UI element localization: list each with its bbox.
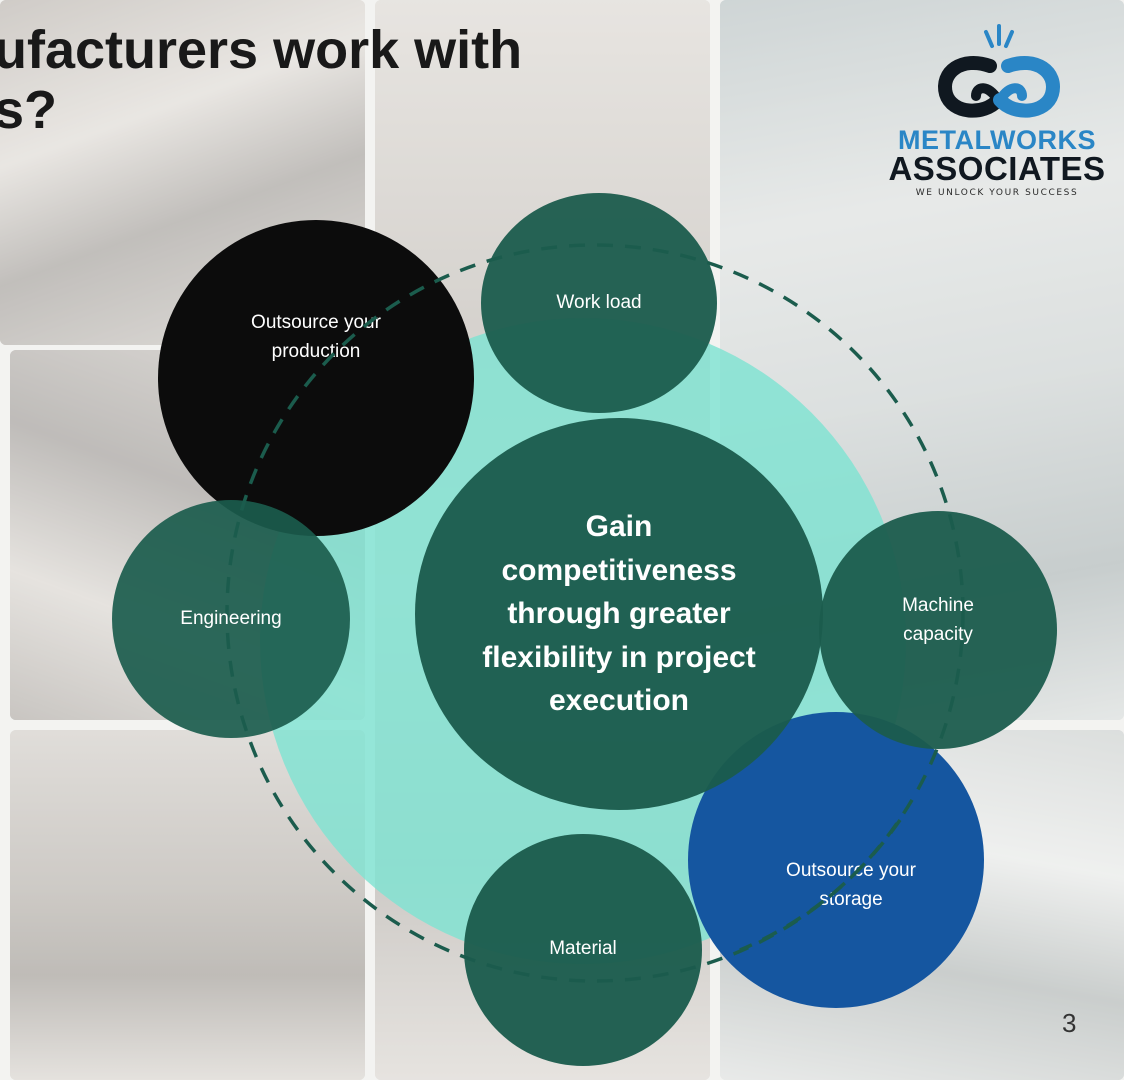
company-logo: METALWORKS ASSOCIATES WE UNLOCK YOUR SUC… bbox=[884, 22, 1114, 202]
node-material: Material bbox=[464, 834, 702, 1066]
node-label: Machine capacity bbox=[902, 594, 974, 645]
node-label: Material bbox=[549, 938, 617, 960]
node-engineering: Engineering bbox=[112, 500, 350, 738]
page-number: 3 bbox=[1062, 1008, 1077, 1038]
node-label: Outsource your production bbox=[251, 312, 381, 363]
node-machine-capacity: Machine capacity bbox=[819, 511, 1057, 749]
center-circle: Gain competitiveness through greater fle… bbox=[415, 418, 823, 810]
node-label: Engineering bbox=[180, 608, 282, 630]
node-label: Work load bbox=[556, 292, 642, 313]
logo-wordmark-line2: ASSOCIATES bbox=[888, 150, 1106, 187]
logo-wordmark-line1: METALWORKS bbox=[898, 125, 1096, 155]
background-photo-tile bbox=[0, 0, 365, 345]
node-outsource-production: Outsource your production bbox=[158, 220, 474, 536]
center-statement: Gain competitiveness through greater fle… bbox=[482, 510, 756, 718]
node-work-load: Work load bbox=[481, 193, 717, 413]
background-photo-tile bbox=[10, 730, 365, 1080]
logo-tagline: WE UNLOCK YOUR SUCCESS bbox=[915, 188, 1079, 198]
logo-mark-icon bbox=[938, 24, 1060, 118]
slide-title: ufacturers work with s? bbox=[0, 20, 523, 141]
